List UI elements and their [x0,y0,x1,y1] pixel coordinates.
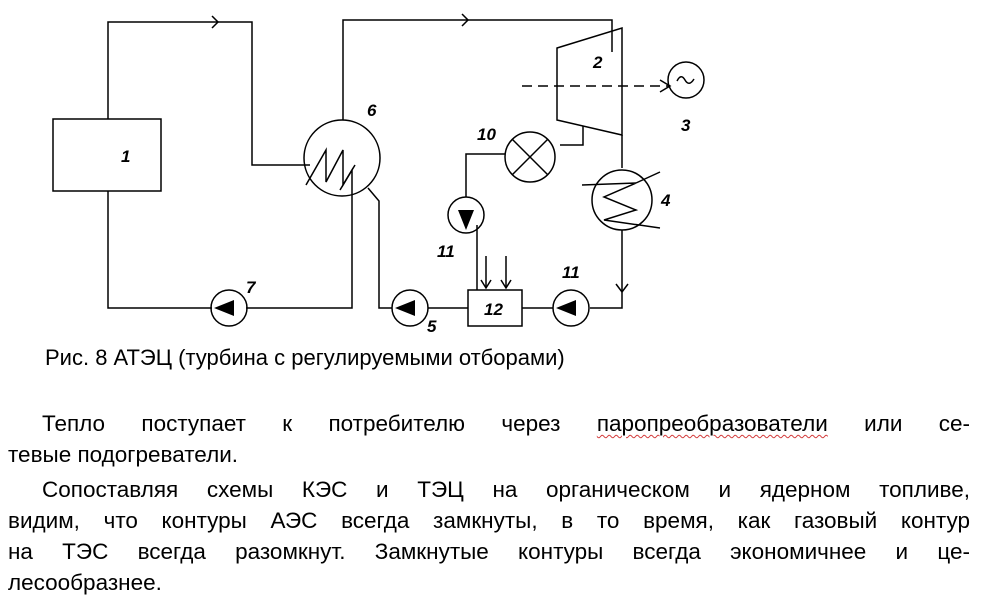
paragraph-1-line-2: тевые подогреватели. [8,442,239,467]
pump-11-left-arrow [458,210,474,230]
condensate-line [590,230,623,309]
extraction-line [560,126,584,146]
label-2: 2 [592,53,603,72]
pump-5-arrow [395,300,415,316]
p1-line1-post: или се- [864,411,970,436]
label-3: 3 [681,116,691,135]
flow-arrow-top-right [461,13,470,27]
primary-hot-leg [107,21,310,166]
figure-caption: Рис. 8 АТЭЦ (турбина с регулируемыми отб… [45,345,565,370]
flow-arrow-condensate [615,283,629,294]
deaerator-inlet-arrow-b [500,279,512,290]
heat-consumer-cross-2 [511,138,549,176]
label-6: 6 [367,101,377,120]
reactor-block-1 [52,118,162,192]
steam-line [342,19,613,120]
steam-generator-6 [303,119,381,197]
label-11-right: 11 [562,263,580,282]
p1-line1-pre: Тепло поступает к потребителю через [42,411,561,436]
condenser-coil-tail [635,171,661,184]
spellcheck-word: паропреобразователи [596,411,828,436]
pump-11-left [447,196,485,234]
flow-arrow-top-left [211,15,220,29]
pump-7 [210,289,248,327]
label-12: 12 [484,300,503,319]
feedwater-line-b [367,187,392,309]
consumer-return-line [465,153,505,197]
label-4: 4 [660,191,671,210]
label-5: 5 [427,317,437,336]
paragraph-2-line-3: на ТЭС всегда разомкнут. Замкнутые конту… [8,539,970,564]
primary-cold-leg [246,167,353,309]
paragraph-2-line-4: лесообразнее. [8,570,162,595]
primary-cold-leg-2 [107,191,212,309]
paragraph-2-line-2: видим, что контуры АЭС всегда замкнуты, … [8,508,970,533]
shaft-arrow [659,79,672,93]
steam-generator-coil [305,147,356,188]
thermal-scheme-diagram: 1 2 3 4 5 6 7 10 11 11 12 [52,13,705,336]
condenser-coil [581,182,661,229]
heat-consumer-10 [504,131,556,183]
label-10: 10 [477,125,496,144]
generator-3 [667,61,705,99]
label-1: 1 [121,147,130,166]
pump-7-arrow [214,300,234,316]
label-7: 7 [246,278,257,297]
label-11-left: 11 [437,242,455,261]
pump-11-right-arrow [556,300,576,316]
generator-sine [676,76,695,84]
deaerator-inlet-arrow-a [480,279,492,290]
paragraph-1-line-1: Тепло поступает к потребителю через паро… [8,410,970,438]
paragraph-2-line-1: Сопоставляя схемы КЭС и ТЭЦ на органичес… [42,477,970,502]
